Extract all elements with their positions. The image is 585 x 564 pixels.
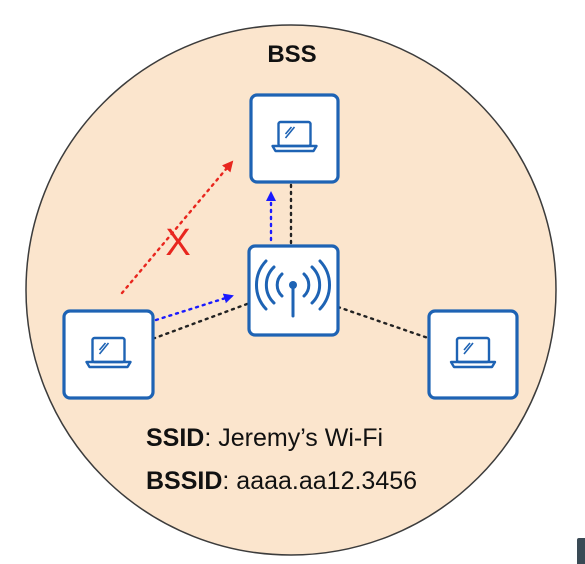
blocked-x-mark: X <box>165 222 190 264</box>
laptop-left-node <box>62 309 155 400</box>
bssid-line: BSSID: aaaa.aa12.3456 <box>146 467 417 496</box>
wireless-antenna-icon <box>255 259 331 318</box>
allowed-flows <box>154 191 276 322</box>
laptop-top-node <box>249 93 340 184</box>
bssid-label: BSSID <box>146 467 223 495</box>
blocked-direct-flow <box>120 160 234 295</box>
link-ap-to-right-laptop <box>336 305 430 340</box>
bssid-value: : aaaa.aa12.3456 <box>222 467 418 495</box>
flow-left-laptop-to-ap <box>154 293 234 322</box>
ssid-value: : Jeremy’s Wi-Fi <box>204 424 384 452</box>
ssid-label: SSID <box>146 424 205 452</box>
access-point-node <box>247 244 340 337</box>
laptop-right-node <box>427 309 519 400</box>
association-links <box>153 181 430 340</box>
ssid-line: SSID: Jeremy’s Wi-Fi <box>146 424 383 453</box>
corner-widget <box>577 538 585 564</box>
bss-title: BSS <box>267 41 316 68</box>
link-ap-to-left-laptop <box>153 302 249 340</box>
